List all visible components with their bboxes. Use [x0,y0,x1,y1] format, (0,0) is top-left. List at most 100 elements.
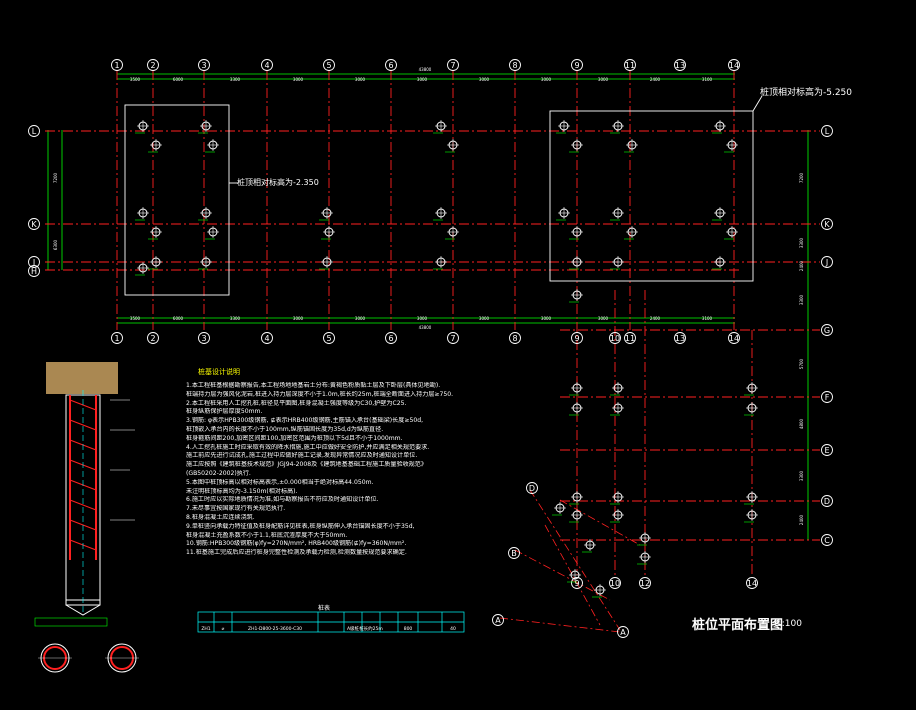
pile-34 [569,289,583,303]
svg-text:14: 14 [729,334,739,343]
axis-bubble-right-E: E [821,444,833,456]
axis-bubble-right-K: K [821,218,833,230]
svg-text:4: 4 [264,334,269,343]
svg-text:2: 2 [150,334,155,343]
svg-text:H: H [31,267,37,276]
pile-20 [569,139,583,153]
pile-2 [198,120,212,134]
svg-text:12: 12 [640,579,650,588]
pile-41 [569,491,583,505]
note-line: 桩身混凝土充盈系数不小于1.1,桩底沉渣厚度不大于50mm. [186,531,348,539]
note-line: 4.人工挖孔桩施工时应采取有效的降水措施,施工中应做好安全防护,并应满足相关规范… [186,443,430,451]
pile-8 [148,256,162,270]
pile-4 [135,207,149,221]
axis-bubble-top-4: 4 [261,59,273,71]
axis-bubble-lower-12: 12 [639,577,651,589]
drawing-title: 桩位平面布置图 [692,618,784,633]
dimension-texts: 3500350060006000330033003000300030003000… [53,67,804,525]
axis-bubble-skew-0: D [526,482,538,494]
pile-46 [744,509,758,523]
svg-text:14: 14 [729,61,739,70]
pile-19 [556,120,570,134]
svg-text:10: 10 [610,579,620,588]
dim-top-3: 3000 [293,77,304,82]
note-line: 3.钢筋: φ表示HPB300级钢筋, ⊈表示HRB400级钢筋,主筋锚入承台(… [186,417,424,425]
note-line: 9.单桩竖向承载力特征值及桩身配筋详见桩表,桩身纵筋伸入承台锚固长度不小于35d… [186,522,415,530]
dim-bottom-10: 3100 [702,316,713,321]
axis-bubble-top-6: 6 [385,59,397,71]
axis-bubble-bottom-14: 14 [728,332,740,344]
pile-37 [610,382,624,396]
pile-6 [198,207,212,221]
pile-31 [712,207,726,221]
dim-top-8: 3000 [598,77,609,82]
svg-text:L: L [32,127,37,136]
axis-bubble-bottom-9: 9 [571,332,583,344]
table-cell-5: 桩长约25m [359,625,383,632]
svg-text:D: D [824,497,830,506]
dim-bottom-4: 3000 [355,316,366,321]
dim-bottom-3: 3000 [293,316,304,321]
svg-text:13: 13 [675,61,685,70]
axis-bubble-bottom-5: 5 [323,332,335,344]
svg-text:7: 7 [450,334,455,343]
axis-bubble-right-F: F [821,391,833,403]
axis-bubble-left-K: K [28,218,40,230]
dim-bottom-0: 3500 [130,316,141,321]
svg-text:L: L [825,127,830,136]
svg-text:6: 6 [388,334,393,343]
svg-text:9: 9 [574,61,579,70]
pile-23 [556,207,570,221]
pile-14 [433,120,447,134]
svg-text:10: 10 [610,334,620,343]
axis-bubble-left-L: L [28,125,40,137]
axis-bubble-left-H: H [28,265,40,277]
dim-top-7: 3000 [541,77,552,82]
pile-1 [148,139,162,153]
pile-39 [744,382,758,396]
axis-bubble-left-J: J [28,256,40,268]
pile-10 [135,262,149,276]
axis-bubble-top-11: 11 [624,59,636,71]
note-line: 施工应按照《建筑桩基技术规范》JGJ94-2008及《建筑地基基础工程施工质量验… [186,461,427,469]
pile-section-detail [34,362,139,673]
dim-bottom-9: 2400 [650,316,661,321]
left-axis-bubbles: L K JH [28,125,40,277]
axis-bubble-right-D: D [821,495,833,507]
note-line: 6.施工时应以实际地质情况为准,如与勘察报告不符应及时通知设计单位. [186,496,379,504]
svg-text:8: 8 [512,334,517,343]
dim-overall-top: 43800 [419,67,432,72]
pile-33 [712,256,726,270]
dim-right-5: 4800 [799,418,804,429]
pile-group-outlines [124,95,763,296]
svg-text:C: C [824,536,830,545]
dim-right-2: 2400 [799,260,804,271]
note-line: 桩身纵筋保护层厚度50mm. [186,408,263,416]
dim-left-1: 6300 [53,239,58,250]
table-cell-7: 800 [404,626,413,632]
svg-text:7: 7 [450,61,455,70]
axis-bubble-right-L: L [821,125,833,137]
pile-48 [637,551,651,565]
dim-right-6: 3300 [799,470,804,481]
axis-bubble-bottom-1: 1 [111,332,123,344]
axis-bubble-top-9: 9 [571,59,583,71]
axis-bubble-right-J: J [821,256,833,268]
axis-bubble-bottom-10: 10 [609,332,621,344]
dim-right-1: 3300 [799,237,804,248]
pile-52 [592,584,606,598]
note-line: 5.本图中桩顶标高以相对标高表示,±0.000相当于绝对标高44.050m. [186,478,374,486]
pile-36 [569,402,583,416]
pile-15 [445,139,459,153]
table-cell-2: ZH1-D800-25-3600-C30 [248,626,302,632]
svg-text:J: J [32,258,35,267]
note-line: 桩身箍筋间距200,加密区间距100,加密区范围为桩顶以下5d且不小于1000m… [186,434,403,442]
svg-text:A: A [620,628,626,637]
table-cell-9: 40 [450,626,456,632]
pile-3 [205,139,219,153]
note-line: 2.本工程桩采用人工挖孔桩,桩径见平面图,桩身混凝土强度等级为C30,护壁为C2… [186,399,407,407]
pile-12 [321,226,335,240]
axis-bubble-top-3: 3 [198,59,210,71]
